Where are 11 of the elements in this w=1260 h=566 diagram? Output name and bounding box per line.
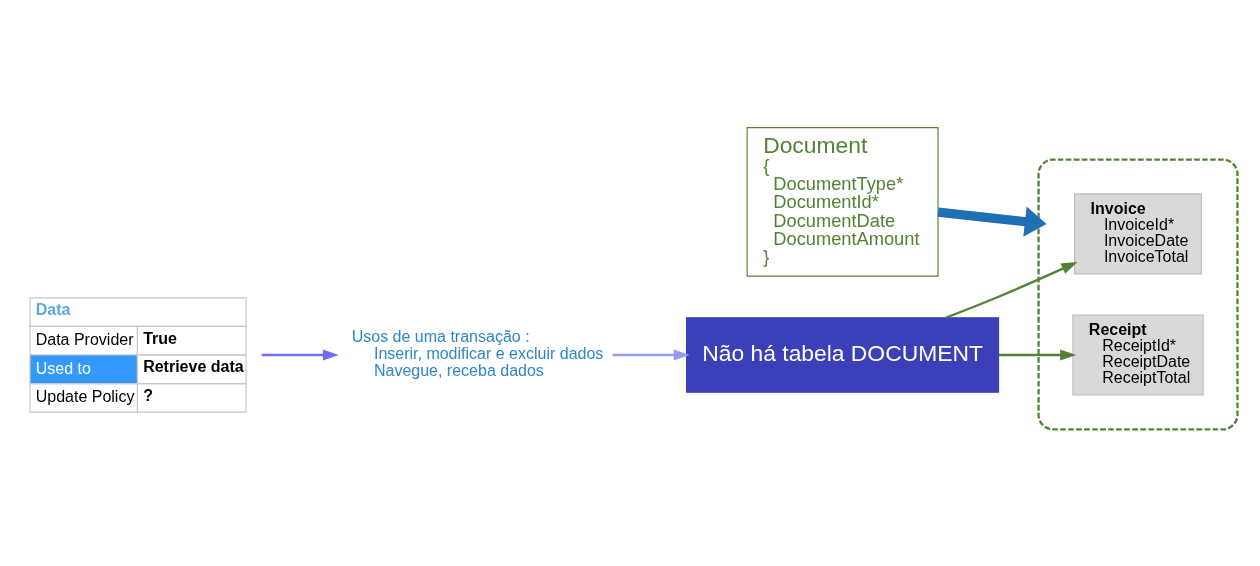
arrow [945, 261, 1078, 319]
arrow [261, 349, 339, 361]
arrow [612, 349, 690, 361]
node-text: Usos de uma transação : Inserir, modificar e excluir dados Navegue, receba dados [351, 328, 604, 380]
arrow [998, 349, 1077, 361]
cluster [1037, 158, 1239, 431]
node-box: Document { DocumentType* DocumentId* DocumentDate DocumentAmount } [746, 127, 939, 277]
arrow [937, 206, 1047, 237]
node-box: Não há tabela DOCUMENT [686, 317, 1000, 393]
node-box: Receipt ReceiptId* ReceiptDate ReceiptTotal [1072, 314, 1204, 396]
node-box: Invoice InvoiceId* InvoiceDate InvoiceTotal [1074, 193, 1202, 275]
